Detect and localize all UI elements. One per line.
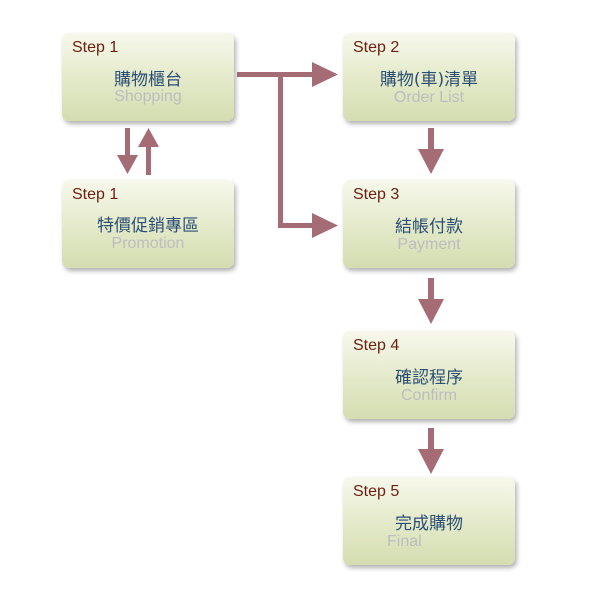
step-box-payment[interactable]: Step 3 結帳付款 Payment (343, 180, 515, 268)
arrow-shopping-to-order (237, 62, 338, 87)
step-box-promotion[interactable]: Step 1 特價促銷專區 Promotion (62, 180, 234, 268)
step-subtitle: Payment (397, 236, 461, 253)
step-title: 特價促銷專區 (97, 216, 199, 236)
step-number: Step 1 (72, 186, 119, 203)
arrow-shopping-to-payment (278, 72, 338, 238)
step-box-confirm[interactable]: Step 4 確認程序 Confirm (343, 331, 515, 419)
step-box-shopping[interactable]: Step 1 購物櫃台 Shopping (62, 33, 234, 121)
step-number: Step 1 (72, 39, 119, 56)
step-title: 購物櫃台 (114, 70, 182, 90)
arrow-payment-to-confirm (418, 278, 444, 324)
arrow-order-to-payment (418, 128, 444, 174)
step-subtitle: Promotion (111, 235, 185, 252)
step-title: 購物(車)清單 (379, 70, 479, 90)
step-subtitle: Final (387, 533, 422, 550)
arrow-promotion-to-shopping (138, 128, 159, 175)
step-subtitle: Order List (393, 89, 465, 106)
arrow-confirm-to-final (418, 428, 444, 474)
step-number: Step 2 (353, 39, 400, 56)
step-subtitle: Confirm (400, 387, 457, 404)
step-number: Step 4 (353, 337, 400, 354)
arrow-shopping-to-promotion (117, 128, 138, 174)
step-box-order-list[interactable]: Step 2 購物(車)清單 Order List (343, 33, 515, 121)
step-number: Step 3 (353, 186, 400, 203)
step-title: 確認程序 (395, 368, 463, 388)
step-number: Step 5 (353, 483, 400, 500)
step-title: 結帳付款 (395, 217, 463, 237)
step-title: 完成購物 (395, 514, 463, 534)
step-subtitle: Shopping (114, 88, 182, 105)
step-box-final[interactable]: Step 5 完成購物 Final (343, 477, 515, 565)
